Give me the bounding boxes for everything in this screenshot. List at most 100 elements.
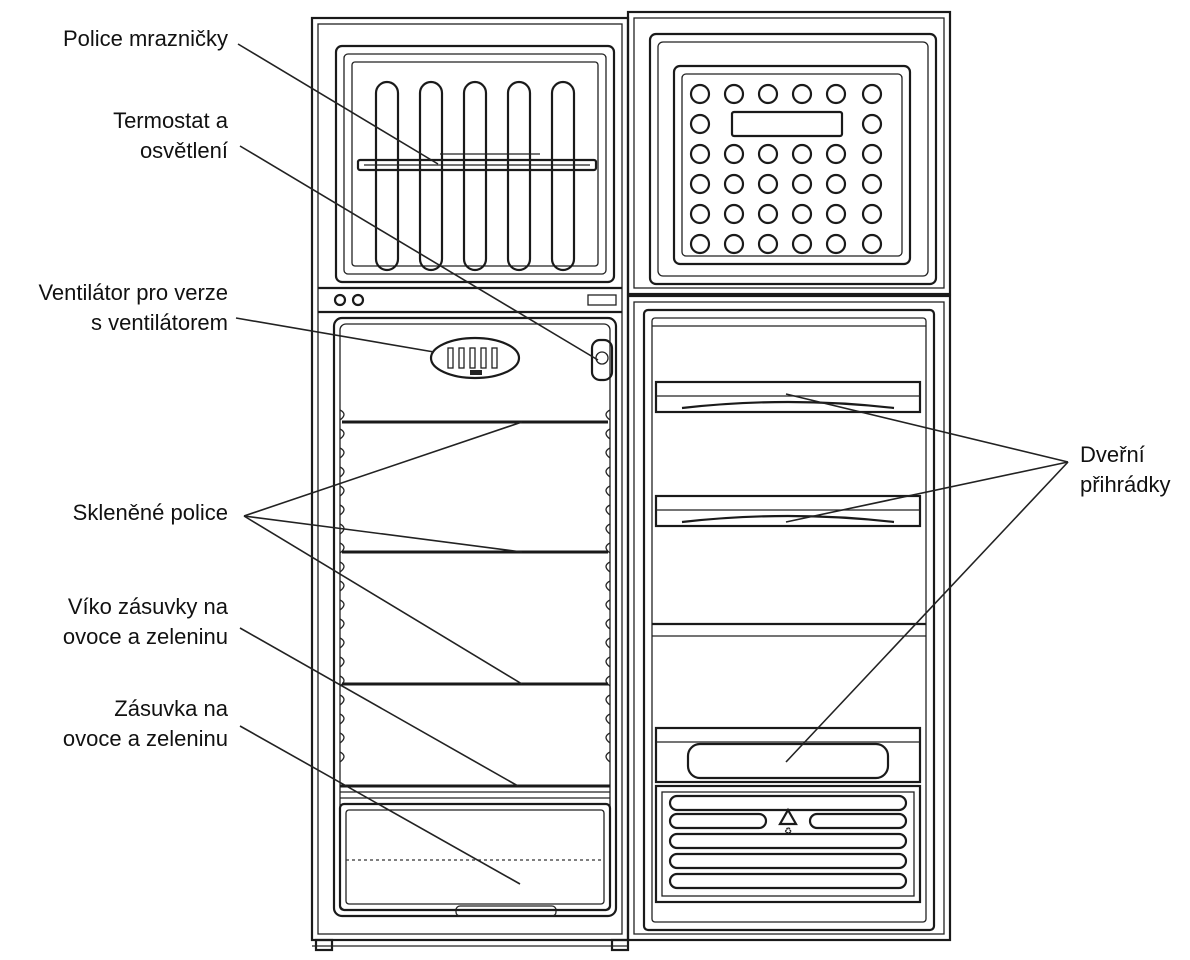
door-bin-2 — [654, 494, 922, 528]
rail-bump — [605, 637, 611, 649]
rail-bump — [339, 485, 345, 497]
dimple — [689, 113, 711, 135]
rail-bump — [605, 694, 611, 706]
rail-bump — [339, 656, 345, 668]
dimple — [825, 143, 847, 165]
label-fan-line2: s ventilátorem — [91, 310, 228, 335]
door-bin-1 — [654, 380, 922, 497]
dimple — [861, 233, 883, 255]
dimple — [723, 143, 745, 165]
crisper-drawer — [338, 802, 612, 917]
shelf-rails-right — [605, 409, 611, 763]
dimple — [723, 203, 745, 225]
dimple — [723, 233, 745, 255]
rail-bump — [339, 428, 345, 440]
dimple — [861, 143, 883, 165]
fridge-door — [626, 294, 952, 942]
divider-band — [318, 286, 622, 314]
rail-bump — [605, 466, 611, 478]
rail-bump — [605, 447, 611, 459]
crisper-lid — [340, 784, 610, 799]
rail-bump — [605, 751, 611, 763]
label-freezer-shelf: Police mrazničky — [63, 26, 228, 51]
label-thermostat-line1: Termostat a — [113, 108, 229, 133]
rail-bump — [339, 713, 345, 725]
freezer-door-dimples — [689, 83, 883, 255]
dimple — [757, 233, 779, 255]
dimple — [861, 83, 883, 105]
dimple — [689, 233, 711, 255]
label-fan-line1: Ventilátor pro verze — [38, 280, 228, 305]
rail-bump — [605, 618, 611, 630]
rail-bump — [339, 561, 345, 573]
rail-bump — [605, 504, 611, 516]
thermostat-icon — [590, 338, 614, 382]
dimple — [723, 173, 745, 195]
dimple — [825, 83, 847, 105]
rail-bump — [605, 580, 611, 592]
rail-bump — [339, 542, 345, 554]
dimple — [757, 203, 779, 225]
label-crisper-line2: ovoce a zeleninu — [63, 726, 228, 751]
label-door-bins-line1: Dveřní — [1080, 442, 1145, 467]
dimple — [689, 143, 711, 165]
freezer-compartment — [334, 44, 616, 284]
freezer-door — [626, 10, 952, 296]
rail-bump — [605, 542, 611, 554]
label-door-bins-line2: přihrádky — [1080, 472, 1170, 497]
rail-bump — [339, 447, 345, 459]
label-crisper-line1: Zásuvka na — [114, 696, 228, 721]
rail-bump — [605, 656, 611, 668]
fridge-compartment — [332, 316, 618, 918]
dimple — [757, 173, 779, 195]
door-vent-panel — [654, 784, 922, 904]
dimple — [689, 83, 711, 105]
rail-bump — [605, 523, 611, 535]
rail-bump — [339, 466, 345, 478]
rail-bump — [605, 409, 611, 421]
dimple — [689, 173, 711, 195]
dimple — [791, 173, 813, 195]
rail-bump — [339, 618, 345, 630]
dimple — [757, 143, 779, 165]
dimple — [791, 143, 813, 165]
dimple — [791, 83, 813, 105]
rail-bump — [605, 561, 611, 573]
rail-bump — [605, 485, 611, 497]
rail-bump — [339, 599, 345, 611]
rail-bump — [605, 428, 611, 440]
label-crisper-lid-line2: ovoce a zeleninu — [63, 624, 228, 649]
dimple — [689, 203, 711, 225]
freezer-shelf — [356, 80, 598, 272]
dimple — [723, 83, 745, 105]
door-bin-3 — [654, 726, 922, 784]
rail-bump — [339, 751, 345, 763]
rail-bump — [605, 599, 611, 611]
rail-bump — [339, 694, 345, 706]
dimple — [825, 173, 847, 195]
dimple — [757, 83, 779, 105]
label-thermostat-line2: osvětlení — [140, 138, 228, 163]
dimple — [825, 233, 847, 255]
rail-bump — [339, 580, 345, 592]
rail-bump — [339, 504, 345, 516]
dimple — [791, 203, 813, 225]
rail-bump — [339, 409, 345, 421]
rail-bump — [605, 732, 611, 744]
dimple — [791, 233, 813, 255]
rail-bump — [605, 675, 611, 687]
rail-bump — [339, 637, 345, 649]
dimple — [825, 203, 847, 225]
callout-lines — [235, 43, 1069, 885]
fan-icon — [429, 336, 521, 380]
door-shelf-divider — [652, 622, 926, 637]
svg-text:♻: ♻ — [784, 826, 792, 836]
dimple — [861, 203, 883, 225]
rail-bump — [339, 732, 345, 744]
label-glass-shelves: Skleněné police — [73, 500, 228, 525]
dimple — [861, 173, 883, 195]
recycle-icon: ♻ — [778, 807, 798, 836]
label-crisper-lid-line1: Víko zásuvky na — [68, 594, 229, 619]
rail-bump — [605, 713, 611, 725]
